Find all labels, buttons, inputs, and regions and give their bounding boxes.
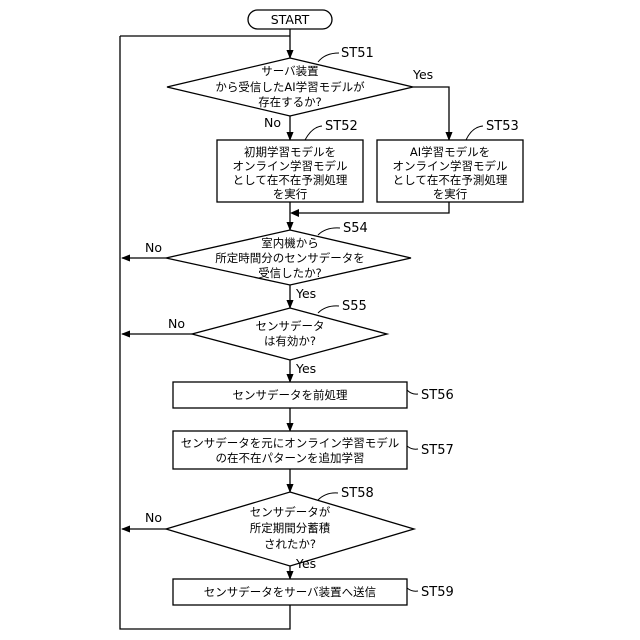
decision-st58-line-2: 所定期間分蓄積: [250, 521, 331, 535]
process-st57: センサデータを元にオンライン学習モデル の在不在パターンを追加学習 ST57: [173, 431, 454, 469]
process-st57-line-1: センサデータを元にオンライン学習モデル: [181, 436, 400, 450]
decision-st51-yes: Yes: [412, 67, 433, 82]
decision-s55: センサデータ は有効か? S55 No Yes: [168, 299, 387, 376]
process-st59-line-1: センサデータをサーバ装置へ送信: [204, 585, 376, 599]
process-st57-line-2: の在不在パターンを追加学習: [216, 451, 365, 465]
step-id-st53: ST53: [486, 119, 519, 134]
step-id-st56: ST56: [421, 388, 454, 403]
decision-s55-no: No: [168, 316, 185, 331]
process-st59: センサデータをサーバ装置へ送信 ST59: [173, 579, 454, 605]
step-id-st51: ST51: [341, 46, 374, 61]
step-id-s55: S55: [342, 299, 367, 314]
decision-st58-line-1: センサデータが: [250, 505, 331, 519]
decision-st51-line-2: から受信したAI学習モデルが: [215, 80, 365, 94]
step-id-s54: S54: [343, 221, 368, 236]
process-st56-line-1: センサデータを前処理: [233, 388, 348, 402]
step-id-st57: ST57: [421, 443, 454, 458]
process-st52-line-4: を実行: [273, 187, 308, 201]
start-terminal: START: [248, 10, 332, 29]
decision-st51-line-1: サーバ装置: [261, 64, 318, 78]
process-st53-line-2: オンライン学習モデル: [393, 159, 508, 173]
decision-s54: 室内機から 所定時間分のセンサデータを 受信したか? S54 No Yes: [145, 221, 411, 301]
decision-st51-line-3: 存在するか?: [258, 95, 322, 109]
start-label: START: [271, 12, 310, 27]
decision-s54-line-3: 受信したか?: [258, 266, 322, 280]
process-st53: AI学習モデルを オンライン学習モデル として在不在予測処理 を実行 ST53: [377, 119, 523, 202]
decision-st58-yes: Yes: [295, 556, 316, 571]
step-id-st58: ST58: [341, 486, 374, 501]
decision-st51-no: No: [264, 115, 281, 130]
process-st52-line-1: 初期学習モデルを: [244, 145, 336, 159]
decision-s55-line-1: センサデータ: [256, 319, 325, 333]
decision-st58: センサデータが 所定期間分蓄積 されたか? ST58 No Yes: [145, 486, 414, 571]
decision-st51: サーバ装置 から受信したAI学習モデルが 存在するか? ST51 Yes No: [167, 46, 433, 130]
decision-s54-yes: Yes: [295, 286, 316, 301]
decision-s54-line-2: 所定時間分のセンサデータを: [215, 251, 365, 265]
process-st56: センサデータを前処理 ST56: [173, 382, 454, 408]
decision-s54-no: No: [145, 240, 162, 255]
step-id-st52: ST52: [325, 119, 358, 134]
process-st53-line-3: として在不在予測処理: [393, 173, 508, 187]
decision-s54-line-1: 室内機から: [261, 236, 319, 250]
process-st53-line-4: を実行: [433, 187, 468, 201]
process-st52-line-2: オンライン学習モデル: [233, 159, 348, 173]
decision-st58-line-3: されたか?: [264, 537, 316, 551]
decision-s55-line-2: は有効か?: [264, 334, 316, 348]
decision-st58-no: No: [145, 510, 162, 525]
process-st52-line-3: として在不在予測処理: [233, 173, 348, 187]
process-st53-line-1: AI学習モデルを: [410, 145, 490, 159]
decision-s55-yes: Yes: [295, 361, 316, 376]
step-id-st59: ST59: [421, 585, 454, 600]
